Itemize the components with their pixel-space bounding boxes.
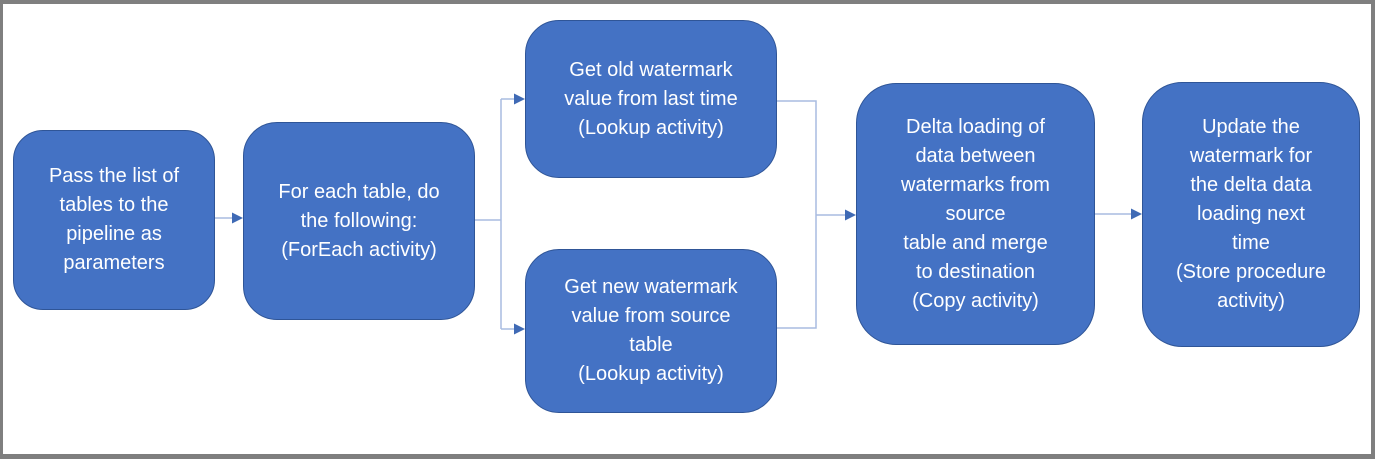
node-pass-list-label: Pass the list of tables to the pipeline … — [48, 165, 180, 274]
node-get-old-watermark-label: Get old watermark value from last time (… — [564, 58, 738, 139]
connector-merge-to-delta — [777, 100, 856, 329]
node-foreach-label: For each table, do the following: (ForEa… — [278, 180, 440, 261]
connector-delta-to-update — [1095, 208, 1142, 220]
node-delta-copy: Delta loading of data between watermarks… — [856, 83, 1095, 345]
connector-foreach-split — [475, 93, 525, 335]
connector-pass-to-foreach — [215, 212, 243, 224]
node-update-watermark-label: Update the watermark for the delta data … — [1175, 116, 1327, 312]
node-foreach: For each table, do the following: (ForEa… — [243, 122, 475, 320]
node-pass-list: Pass the list of tables to the pipeline … — [13, 130, 215, 310]
node-get-old-watermark: Get old watermark value from last time (… — [525, 20, 777, 178]
node-delta-copy-label: Delta loading of data between watermarks… — [901, 115, 1050, 312]
node-get-new-watermark: Get new watermark value from source tabl… — [525, 249, 777, 413]
node-get-new-watermark-label: Get new watermark value from source tabl… — [564, 276, 738, 385]
node-update-watermark: Update the watermark for the delta data … — [1142, 82, 1360, 347]
